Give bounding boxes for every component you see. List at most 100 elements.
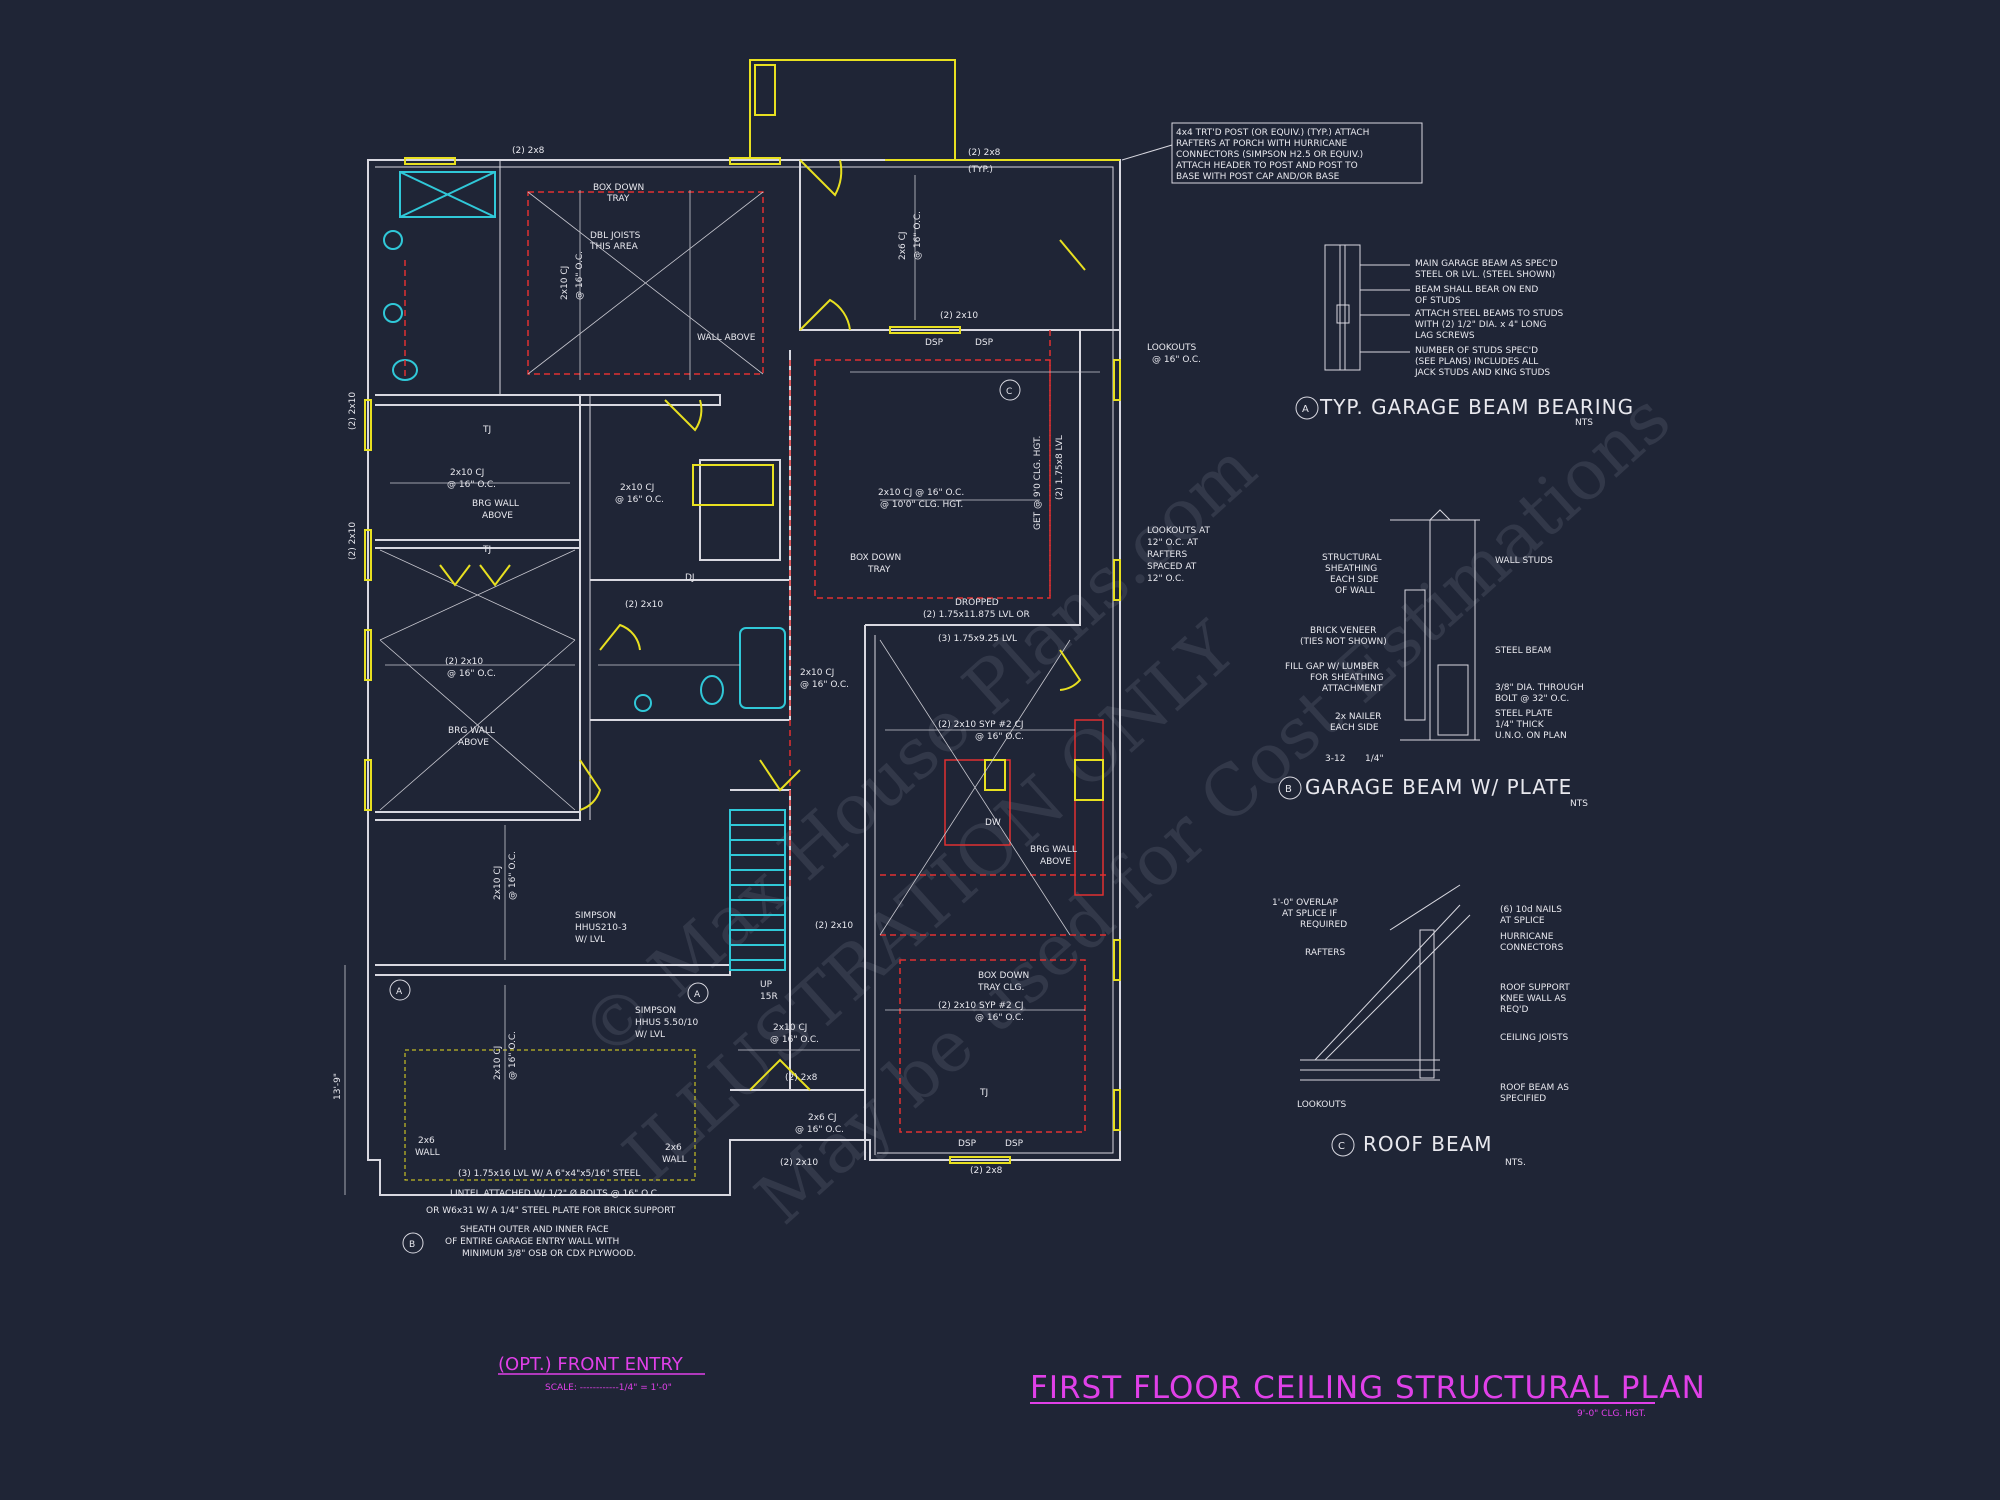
label-2x10-b: (2) 2x10 xyxy=(625,600,663,610)
label-simpson-1c: W/ LVL xyxy=(575,935,605,945)
label-oc-b: @ 16" O.C. xyxy=(615,495,664,505)
label-2x8-porch: (2) 2x8 xyxy=(968,148,1001,158)
label-brg-wall-2: BRG WALL xyxy=(1030,845,1077,855)
exterior-wall-inner xyxy=(375,166,1114,1154)
label-oc-i: @ 16" O.C. xyxy=(508,1031,518,1080)
steel-beam-section xyxy=(1437,664,1469,736)
label-2x10cj-v1: 2x10 CJ xyxy=(560,266,570,300)
label-oc-g: @ 16" O.C. xyxy=(770,1035,819,1045)
detail-c-right-10: SPECIFIED xyxy=(1500,1094,1546,1104)
section-markers: A A B C xyxy=(389,379,1021,1254)
label-2x6-wall-2b: WALL xyxy=(662,1155,687,1165)
label-2x10cj-g: 2x10 CJ xyxy=(493,1046,503,1080)
interior-wall-3 xyxy=(375,811,581,821)
label-lintel: LINTEL ATTACHED W/ 1/2" Ø BOLTS @ 16" O.… xyxy=(450,1188,660,1199)
porch-note-line-4: ATTACH HEADER TO POST AND POST TO xyxy=(1176,161,1358,171)
label-2x10-left-1: (2) 2x10 xyxy=(348,392,358,430)
detail-b-title: GARAGE BEAM W/ PLATE xyxy=(1305,775,1572,799)
detail-a-note-3: BEAM SHALL BEAR ON END xyxy=(1415,285,1538,295)
detail-b-marker: B xyxy=(1285,784,1292,795)
tray-cross-lines xyxy=(379,191,1071,936)
detail-b-left-4: OF WALL xyxy=(1335,586,1375,596)
label-simpson-1: SIMPSON xyxy=(575,911,616,921)
label-lookouts-12b: 12" O.C. AT xyxy=(1147,538,1198,548)
label-lookouts: LOOKOUTS xyxy=(1147,343,1196,353)
label-get-lvl: GET @ 9'0 CLG. HGT. xyxy=(1033,436,1043,530)
label-2x10-c: (2) 2x10 xyxy=(815,921,853,931)
label-simpson-1b: HHUS210-3 xyxy=(575,923,627,933)
label-2x10cj-c: (2) 2x10 xyxy=(445,657,483,667)
detail-b-right-5: STEEL PLATE xyxy=(1495,709,1553,719)
label-lvl-3: (3) 1.75x9.25 LVL xyxy=(938,634,1017,644)
detail-b-left-7: FILL GAP W/ LUMBER xyxy=(1285,662,1379,672)
label-lookouts-12: LOOKOUTS AT xyxy=(1147,526,1210,536)
dimension-lines xyxy=(344,175,1100,1195)
label-oc-porch: @ 16" O.C. xyxy=(913,211,923,260)
detail-c-left-2: AT SPLICE IF xyxy=(1282,909,1337,919)
label-lintel-b: OR W6x31 W/ A 1/4" STEEL PLATE FOR BRICK… xyxy=(426,1206,676,1216)
label-typ: (TYP.) xyxy=(968,165,993,175)
marker-a-1-label: A xyxy=(396,987,403,997)
detail-c-title: ROOF BEAM xyxy=(1363,1132,1493,1156)
detail-c-nts: NTS. xyxy=(1505,1158,1526,1168)
label-up-b: 15R xyxy=(760,992,778,1002)
sink-2 xyxy=(383,303,403,323)
shower xyxy=(399,171,496,218)
marker-a-2-label: A xyxy=(694,990,701,1000)
label-oc-e: @ 16" O.C. xyxy=(975,732,1024,742)
marker-a-2 xyxy=(687,982,709,1004)
detail-a-note-6: WITH (2) 1/2" DIA. x 4" LONG xyxy=(1415,320,1547,330)
detail-b-left-9: ATTACHMENT xyxy=(1322,684,1383,694)
tray-2 xyxy=(814,359,1051,599)
label-sheath: SHEATH OUTER AND INNER FACE xyxy=(460,1225,609,1235)
label-oc-f: @ 16" O.C. xyxy=(975,1013,1024,1023)
label-box-down-2b: TRAY xyxy=(867,565,891,575)
tray-3 xyxy=(899,959,1086,1133)
detail-b-right-1: WALL STUDS xyxy=(1495,556,1553,566)
label-oc-a: @ 16" O.C. xyxy=(447,480,496,490)
label-syp-1: (2) 2x10 SYP #2 CJ xyxy=(938,720,1024,730)
label-2x8-c: (2) 2x8 xyxy=(785,1073,818,1083)
label-2x10cj-b: 2x10 CJ xyxy=(620,483,654,493)
label-box-down-3b: TRAY CLG. xyxy=(977,983,1024,993)
label-simpson-2b: HHUS 5.50/10 xyxy=(635,1018,698,1028)
label-clg-hgt: @ 10'0" CLG. HGT. xyxy=(880,500,963,510)
label-2-175-lvl: (2) 1.75x8 LVL xyxy=(1055,435,1065,500)
label-brg-wall-2b: ABOVE xyxy=(1040,857,1071,867)
label-dsp-3: DSP xyxy=(958,1139,977,1149)
detail-c-right-2: AT SPLICE xyxy=(1500,916,1545,926)
marker-b-label: B xyxy=(409,1240,415,1250)
watermark-line-1: © Max House Plans.com xyxy=(565,427,1272,1075)
brick-veneer xyxy=(1404,589,1426,721)
detail-b-left-10: 2x NAILER xyxy=(1335,712,1381,722)
detail-a-note-4: OF STUDS xyxy=(1415,296,1461,306)
kitchen-counter xyxy=(1074,719,1104,896)
detail-c-right-3: HURRICANE xyxy=(1500,932,1554,942)
label-2x10cj-h: 2x10 CJ xyxy=(493,866,503,900)
detail-b-right-7: U.N.O. ON PLAN xyxy=(1495,731,1567,741)
detail-b-right-4: BOLT @ 32" O.C. xyxy=(1495,694,1569,704)
interior-wall-2 xyxy=(375,539,581,549)
label-tj-3: TJ xyxy=(979,1088,988,1098)
label-2x6-wall-1: 2x6 xyxy=(418,1136,435,1146)
label-2x10cj-e: 2x10 CJ xyxy=(773,1023,807,1033)
detail-b-nts: NTS xyxy=(1570,799,1588,809)
label-2x10cj-center: 2x10 CJ @ 16" O.C. xyxy=(878,488,964,498)
label-2x8-top: (2) 2x8 xyxy=(512,146,545,156)
label-lookouts-12d: SPACED AT xyxy=(1147,562,1197,572)
detail-b-right-2: STEEL BEAM xyxy=(1495,646,1551,656)
label-2x8-d: (2) 2x8 xyxy=(970,1166,1003,1176)
marker-c-label: C xyxy=(1006,387,1012,397)
detail-b-left-11: EACH SIDE xyxy=(1330,723,1379,733)
label-2x6cj-b: 2x6 CJ xyxy=(808,1113,837,1123)
fixtures xyxy=(383,171,1104,971)
detail-c-marker: C xyxy=(1338,1141,1345,1152)
detail-c-right-5: ROOF SUPPORT xyxy=(1500,983,1570,993)
label-oc-c: @ 16" O.C. xyxy=(447,669,496,679)
label-dsp-1: DSP xyxy=(925,338,944,348)
detail-a-note-10: JACK STUDS AND KING STUDS xyxy=(1414,368,1550,378)
label-dim-side: 13'-9" xyxy=(333,1073,343,1100)
laundry xyxy=(699,459,781,561)
label-brg-wall: BRG WALL xyxy=(472,499,519,509)
